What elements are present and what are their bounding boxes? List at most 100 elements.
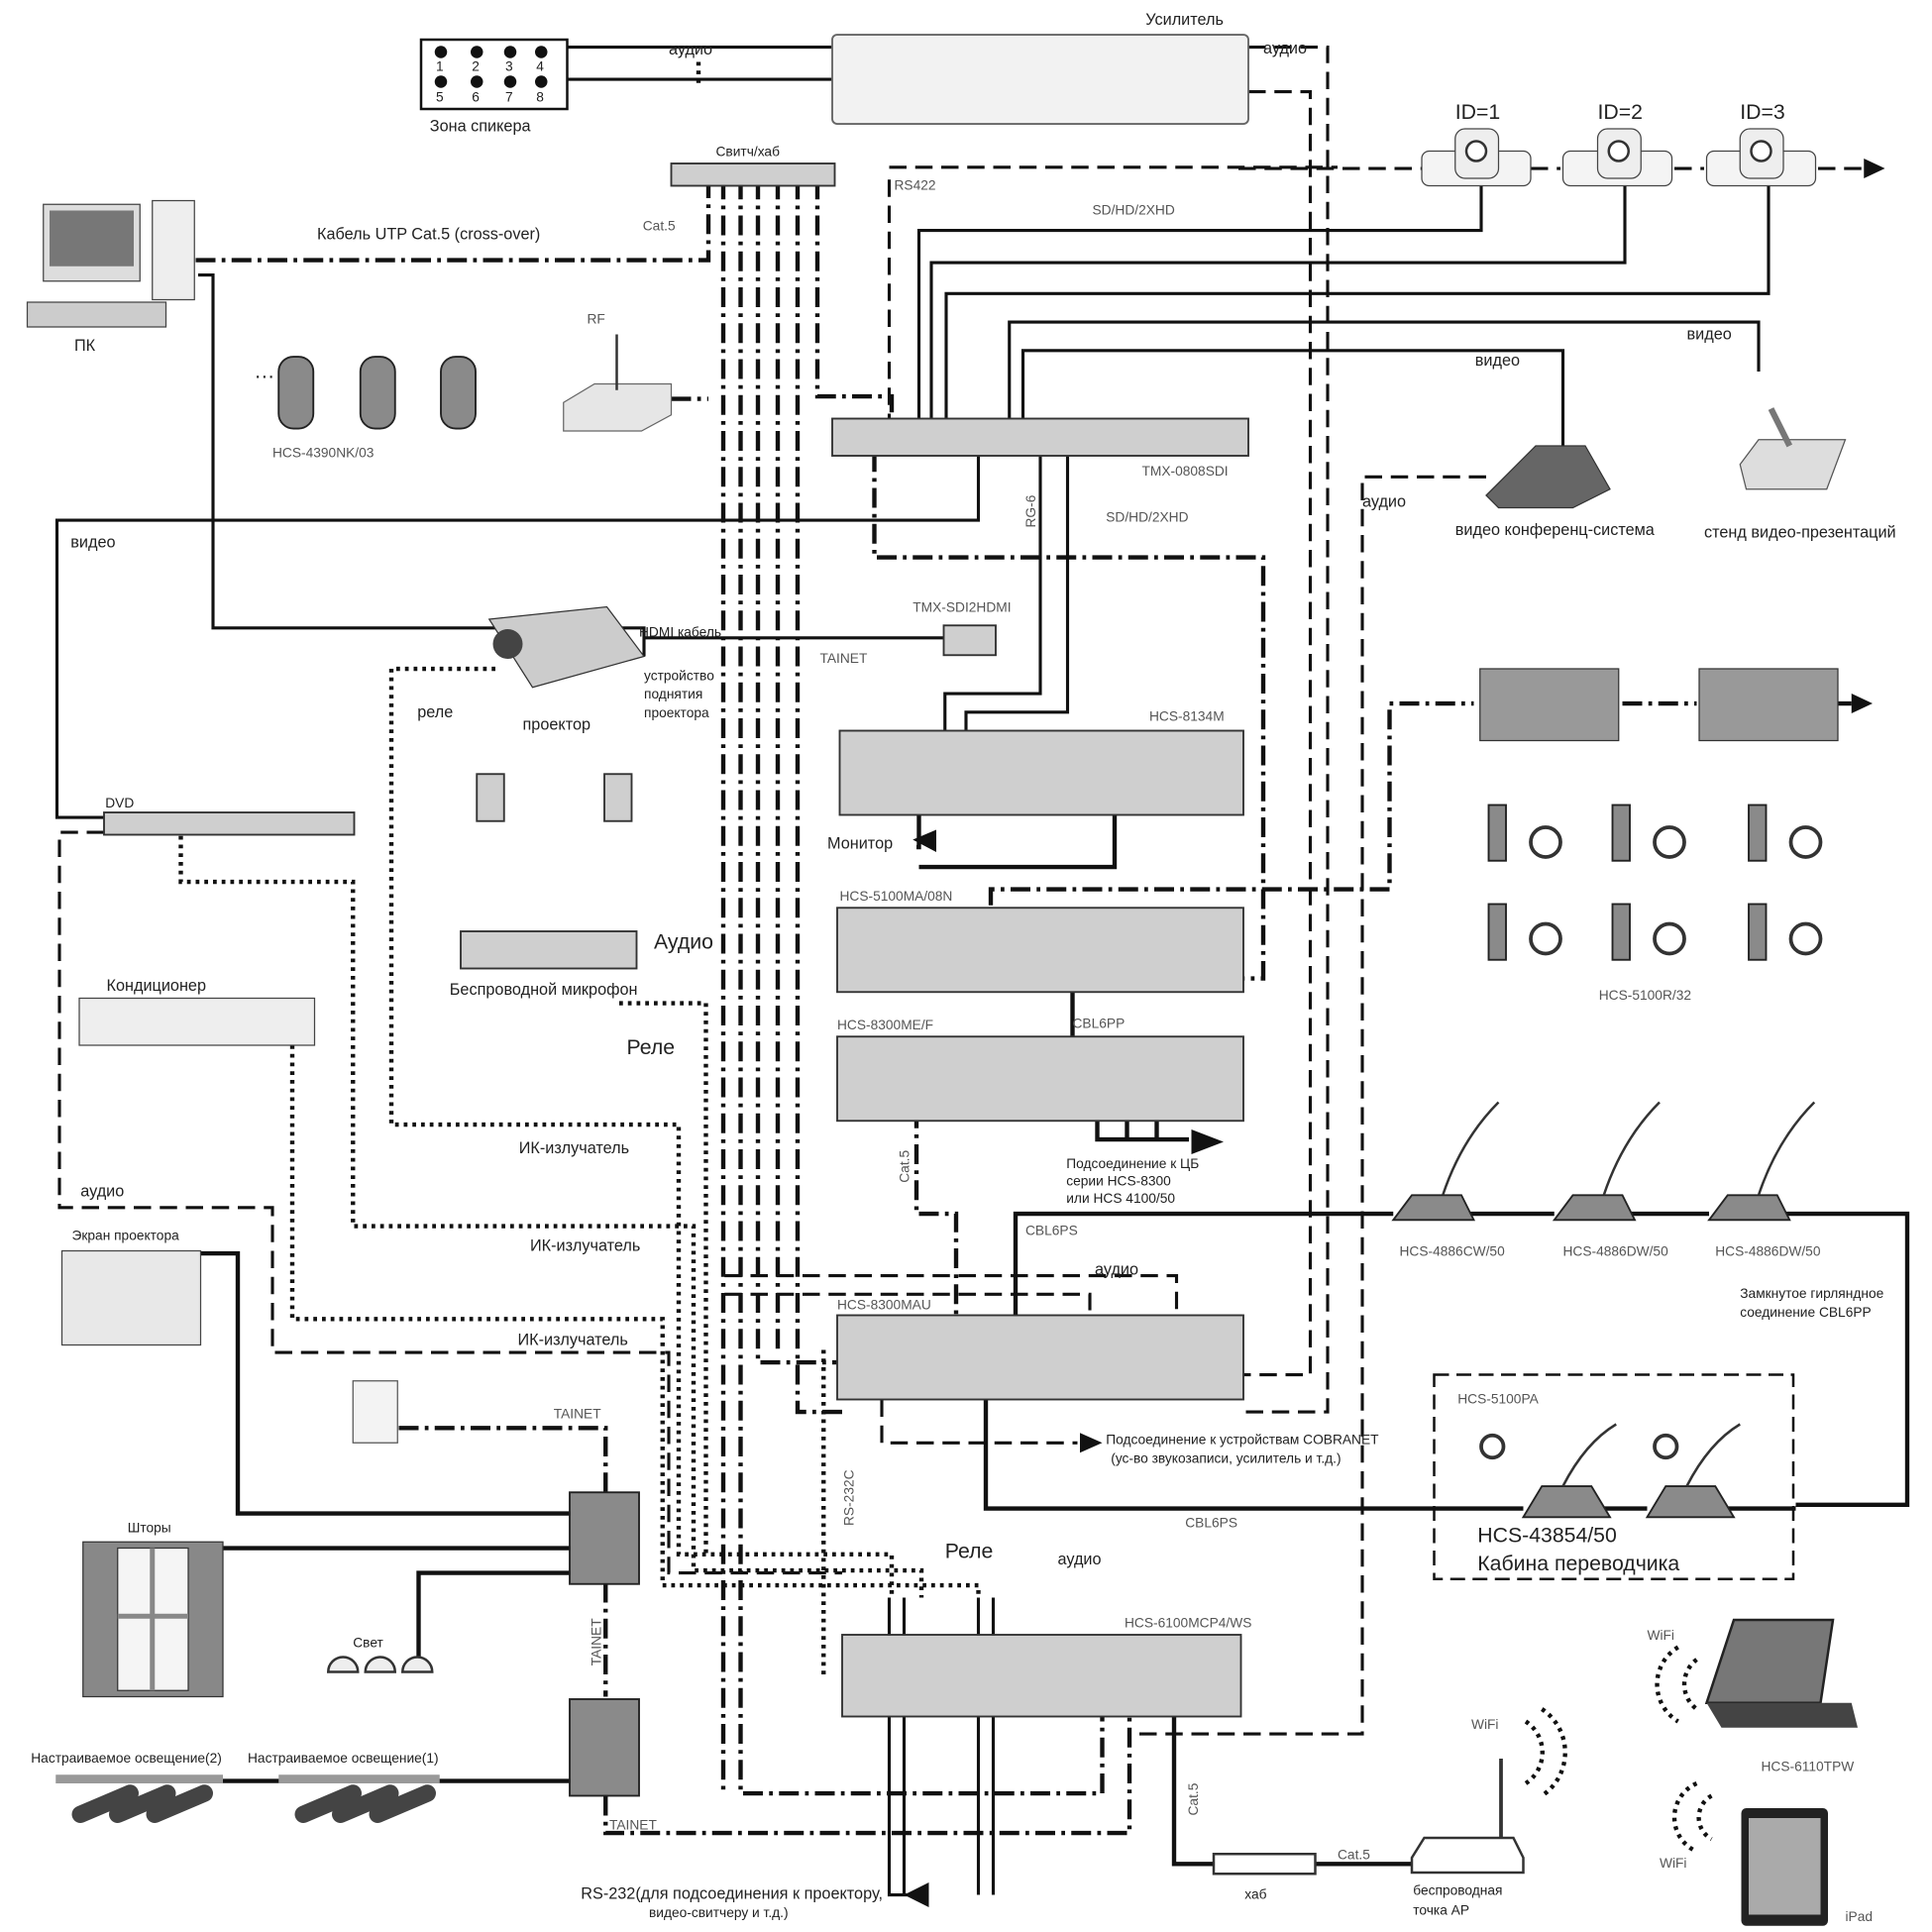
hdmi-label: HDMI кабель xyxy=(639,625,721,640)
hcs-8300mef-device xyxy=(836,1035,1244,1123)
camera-id2-label: ID=2 xyxy=(1598,100,1643,124)
speaker-num-1: 1 xyxy=(436,58,444,73)
presenter-label: стенд видео-презентаций xyxy=(1704,524,1896,542)
pc-hdmi-line xyxy=(198,272,646,657)
speaker-num-4: 4 xyxy=(536,58,544,73)
wireless-bodypacks-icon xyxy=(476,773,633,822)
rf-label: RF xyxy=(588,311,605,326)
cbl6ps-label-2: CBL6PS xyxy=(1185,1515,1237,1530)
camera-id1-icon xyxy=(1421,128,1532,187)
connections xyxy=(54,45,1910,1907)
wifi-label-ipad: WiFi xyxy=(1660,1856,1687,1871)
sdhd-label-mid: SD/HD/2XHD xyxy=(1106,509,1188,524)
dvd-device xyxy=(103,811,356,836)
rf-transmitter-icon xyxy=(563,334,673,432)
utp-cable-label: Кабель UTP Cat.5 (cross-over) xyxy=(317,225,540,243)
relay-label-2: Реле xyxy=(945,1540,994,1563)
aircon-label: Кондиционер xyxy=(107,977,207,995)
control-lines xyxy=(200,1250,570,1660)
wifi-label-ap: WiFi xyxy=(1471,1717,1499,1732)
daisy-label-1: Замкнутое гирляндное xyxy=(1740,1286,1883,1301)
light-label: Свет xyxy=(353,1636,383,1651)
matrix-model-label: TMX-0808SDI xyxy=(1142,464,1229,479)
audio-label-top-right: аудио xyxy=(1263,40,1307,57)
ap-label-2: точка AP xyxy=(1413,1903,1469,1918)
dimmable-light-2-label: Настраиваемое освещение(2) xyxy=(31,1751,222,1766)
speaker-num-6: 6 xyxy=(472,90,480,105)
unit-label-3: HCS-4886DW/50 xyxy=(1715,1244,1821,1259)
control-box-2 xyxy=(569,1698,640,1797)
utp-cable xyxy=(195,179,711,263)
video-label-left: видео xyxy=(70,534,115,552)
cbl6ps-daisy xyxy=(1013,1211,1910,1507)
audio-label-top-left: аудио xyxy=(669,41,712,58)
bottom-dashdot xyxy=(743,1709,1105,1796)
camera-id1-label: ID=1 xyxy=(1455,100,1500,124)
cat5-label-lower: Cat.5 xyxy=(1186,1782,1201,1815)
camera-id2-icon xyxy=(1561,128,1673,187)
lights-icon xyxy=(326,1656,434,1673)
wall-control-panel xyxy=(352,1380,398,1444)
hcs8134m-label: HCS-8134M xyxy=(1149,709,1225,724)
video-to-dvd-line xyxy=(54,452,981,819)
rs232-label-2: видео-свитчеру и т.д.) xyxy=(649,1905,789,1920)
hub-device xyxy=(1212,1853,1317,1876)
receivers-label: HCS-5100R/32 xyxy=(1599,988,1691,1003)
cbl6ps-label-1: CBL6PS xyxy=(1025,1223,1078,1237)
dvd-label: DVD xyxy=(105,796,134,810)
hub-cables xyxy=(720,179,895,1796)
vcs-label: видео конференц-система xyxy=(1455,521,1656,539)
tmx-0808sdi-device xyxy=(831,417,1249,457)
cat5-label-top: Cat.5 xyxy=(643,219,676,234)
audio-label-big: Аудио xyxy=(654,930,713,954)
rs422-line xyxy=(887,165,1338,421)
hcs6100-label: HCS-6100MCP4/WS xyxy=(1125,1616,1251,1631)
hcs-8300mau-device xyxy=(836,1314,1244,1401)
cobranet-line xyxy=(880,1399,1078,1445)
relay-dotted-4 xyxy=(619,1001,708,1555)
hcs-8134m-device xyxy=(838,729,1244,816)
curtains-label: Шторы xyxy=(128,1520,171,1535)
wireless-ap-icon xyxy=(1410,1759,1525,1875)
tainet-label-bottom: TAINET xyxy=(609,1817,657,1832)
hub-label: хаб xyxy=(1244,1886,1266,1901)
dimmable-lights-icon xyxy=(55,1774,440,1823)
screen-label: Экран проектора xyxy=(72,1228,180,1242)
relay-label-big: Реле xyxy=(627,1035,676,1059)
interpreter-units-icon xyxy=(1479,1423,1741,1519)
switch-hub-label: Свитч/хаб xyxy=(716,145,781,160)
booth-label: Кабина переводчика xyxy=(1477,1552,1679,1575)
projector-screen-device xyxy=(60,1249,202,1346)
ir-radiators-icon xyxy=(1479,668,1839,742)
hcs-5100ma-device xyxy=(836,907,1244,994)
pc-icon xyxy=(26,199,195,328)
cu-arrow-icon xyxy=(1191,1129,1224,1154)
tainet-label-mid: TAINET xyxy=(820,651,868,666)
camera-id3-label: ID=3 xyxy=(1740,100,1784,124)
video-label-vcs: видео xyxy=(1475,352,1520,370)
speaker-num-8: 8 xyxy=(536,90,544,105)
ipad-label: iPad xyxy=(1846,1909,1874,1924)
camera-id3-icon xyxy=(1705,128,1817,187)
relay-label-left: реле xyxy=(417,703,453,721)
rs232-label-1: RS-232(для подсоединения к проектору, xyxy=(581,1884,883,1902)
cbl6pp-label: CBL6PP xyxy=(1073,1017,1126,1031)
relay-dotted-3 xyxy=(289,1027,981,1598)
speaker-num-2: 2 xyxy=(472,58,480,73)
handheld-receivers-icon: … xyxy=(254,356,477,430)
ir-radiator-label-1: ИК-излучатель xyxy=(519,1139,629,1157)
touch-panel-icon xyxy=(1704,1618,1858,1728)
audio-label-vcs: аудио xyxy=(1362,492,1406,510)
amplifier-device xyxy=(831,34,1249,125)
cu-connection-label-1: Подсоединение к ЦБ xyxy=(1066,1156,1199,1171)
devices: 1 2 3 4 5 6 7 8 … xyxy=(26,34,1858,1926)
daisy-label-2: соединение CBL6PP xyxy=(1740,1305,1871,1320)
wifi-label-panel: WiFi xyxy=(1648,1628,1675,1643)
svg-text:…: … xyxy=(254,359,274,382)
cat5-label-ap: Cat.5 xyxy=(1338,1847,1370,1862)
cobranet-label-1: Подсоединение к устройствам COBRANET xyxy=(1106,1433,1379,1448)
cu-connection-label-2: серии HCS-8300 xyxy=(1066,1173,1171,1188)
speaker-icons xyxy=(434,46,548,88)
